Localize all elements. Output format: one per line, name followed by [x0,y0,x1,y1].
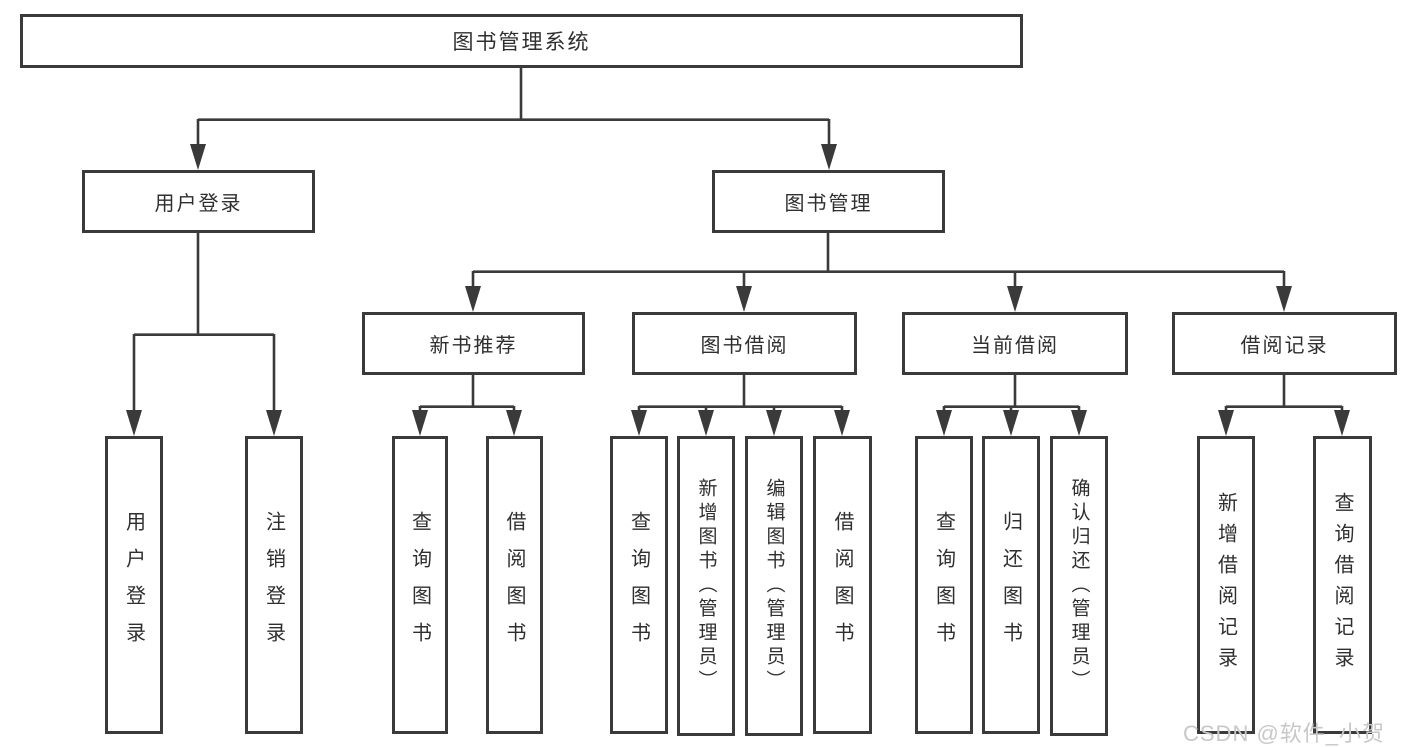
leaf-return-books: 归还图书 [982,436,1040,734]
leaf-edit-books-admin: 编辑图书（管理员） [745,436,803,736]
leaf-add-borrow-record: 新增借阅记录 [1197,436,1255,734]
leaf-query-books-current: 查询图书 [915,436,973,734]
node-user-login: 用户登录 [82,170,315,233]
leaf-add-books-admin: 新增图书（管理员） [677,436,735,736]
node-borrow-records: 借阅记录 [1172,312,1397,375]
leaf-logout: 注销登录 [245,436,303,734]
arrowheads [126,144,1350,436]
leaf-query-borrow-record: 查询借阅记录 [1313,436,1372,734]
leaf-query-books-borrow: 查询图书 [610,436,668,734]
leaf-borrow-books-rec: 借阅图书 [486,436,543,734]
node-new-book-recommend: 新书推荐 [362,312,585,375]
node-current-borrow: 当前借阅 [902,312,1128,375]
leaf-query-books-rec: 查询图书 [392,436,448,734]
leaf-borrow-books: 借阅图书 [813,436,872,734]
node-root-system: 图书管理系统 [20,14,1023,68]
leaf-user-login: 用户登录 [105,436,163,734]
leaf-confirm-return-admin: 确认归还（管理员） [1050,436,1108,736]
node-book-borrow: 图书借阅 [632,312,857,375]
csdn-watermark: CSDN @软件_小贺同学 [1183,721,1386,746]
node-book-management: 图书管理 [712,170,945,233]
